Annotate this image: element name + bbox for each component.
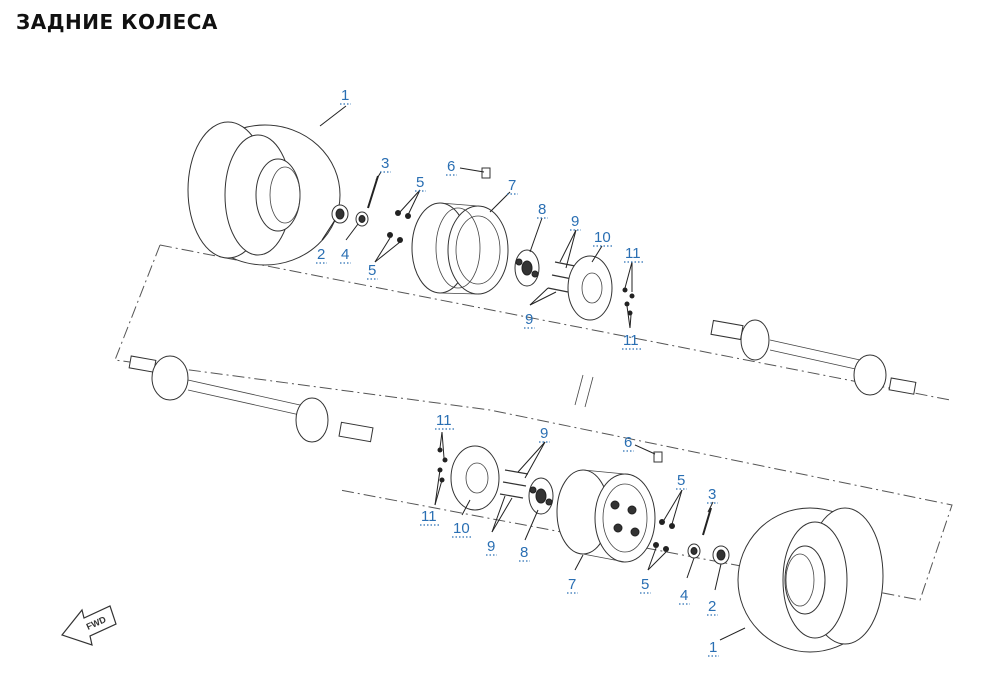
washer-bottom [687, 543, 701, 559]
tire-top [187, 121, 341, 266]
hub-bottom [528, 477, 554, 515]
callout-6-bottom: 6 [624, 434, 632, 451]
hub-top [514, 249, 540, 287]
callout-11-top-b: 11 [623, 332, 639, 349]
rim-bottom [556, 469, 656, 563]
axle-nut-top [331, 204, 349, 224]
bolts-top [622, 287, 635, 316]
brake-disc-top [567, 255, 613, 321]
callout-5-bottom-a: 5 [677, 472, 685, 489]
cotter-pin-top [367, 175, 379, 209]
lug-nuts-top [387, 210, 411, 243]
callout-2-bottom: 2 [708, 598, 716, 615]
lug-nuts-bottom [653, 519, 675, 552]
callout-8-top: 8 [538, 201, 546, 218]
rim-top [411, 202, 509, 295]
callout-3-top: 3 [381, 155, 389, 172]
callouts-top: 1 2 3 4 5 5 6 7 8 [316, 87, 643, 350]
drive-shaft-bottom [128, 355, 374, 443]
callout-5-top-b: 5 [368, 262, 376, 279]
valve-stem-top [481, 167, 491, 179]
callout-1-top: 1 [341, 87, 349, 104]
studs-bottom [499, 469, 529, 499]
callout-4-top: 4 [341, 246, 349, 263]
callout-5-top-a: 5 [416, 174, 424, 191]
callout-9-top-b: 9 [525, 311, 533, 328]
callout-1-bottom: 1 [709, 639, 717, 656]
callout-11-bottom-b: 11 [421, 508, 437, 525]
callout-9-top-a: 9 [571, 213, 579, 230]
callout-4-bottom: 4 [680, 587, 688, 604]
callout-9-bottom-a: 9 [540, 425, 548, 442]
page-title: ЗАДНИЕ КОЛЕСА [16, 10, 218, 34]
tire-bottom [737, 507, 884, 653]
callout-7-top: 7 [508, 177, 516, 194]
callout-11-top-a: 11 [625, 245, 641, 262]
axle-nut-bottom [712, 545, 730, 565]
callout-9-bottom-b: 9 [487, 538, 495, 555]
callout-6-top: 6 [447, 158, 455, 175]
callout-11-bottom-a: 11 [436, 412, 452, 429]
forward-arrow-icon: FWD [60, 605, 117, 646]
callout-8-bottom: 8 [520, 544, 528, 561]
valve-stem-bottom [653, 451, 663, 463]
callout-10-bottom: 10 [453, 520, 470, 537]
callout-2-top: 2 [317, 246, 325, 263]
callout-7-bottom: 7 [568, 576, 576, 593]
callouts-bottom: 11 11 10 9 9 8 7 6 [420, 412, 746, 657]
cotter-pin-bottom [702, 507, 712, 536]
washer-top [355, 211, 369, 227]
callout-10-top: 10 [594, 229, 611, 246]
brake-disc-bottom [450, 445, 500, 511]
callout-5-bottom-b: 5 [641, 576, 649, 593]
callout-3-bottom: 3 [708, 486, 716, 503]
drive-shaft-top [710, 319, 917, 396]
